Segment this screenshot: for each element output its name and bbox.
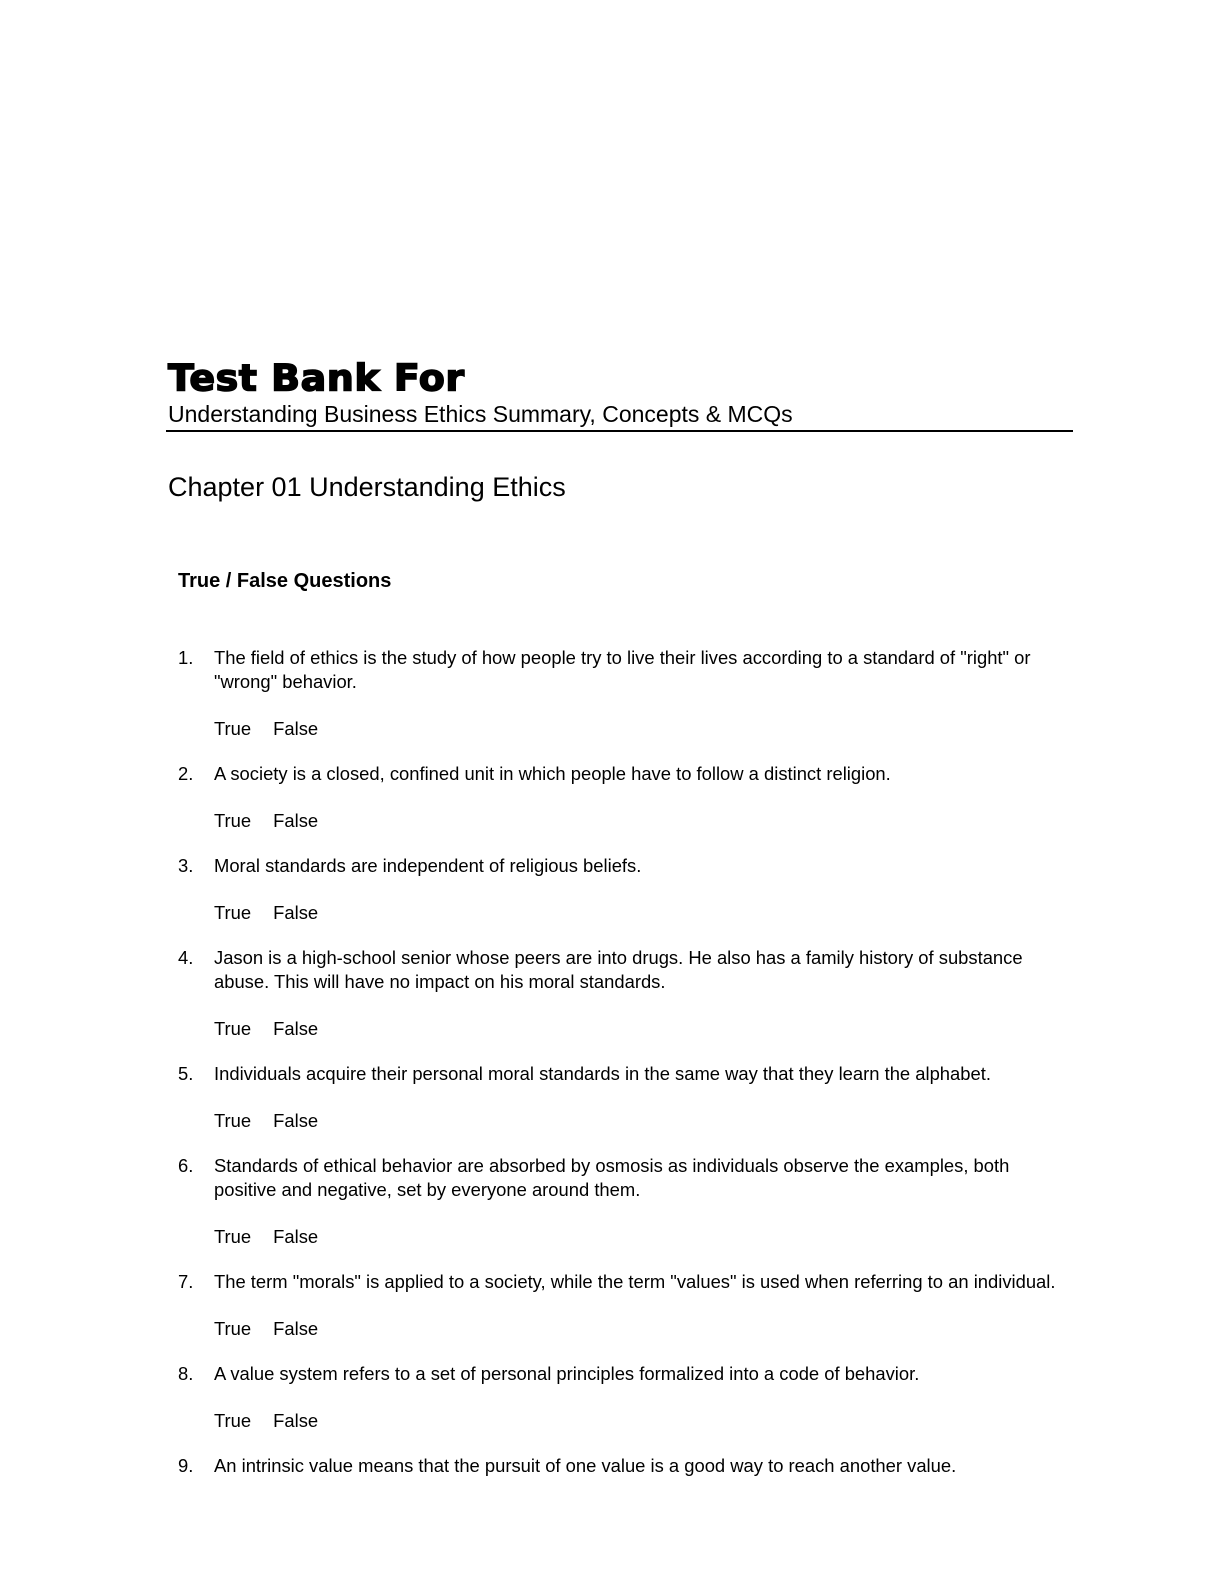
header-divider	[166, 430, 1073, 432]
option-false[interactable]: False	[273, 810, 319, 831]
question: 5. Individuals acquire their personal mo…	[178, 1062, 1058, 1086]
question-number: 3.	[178, 855, 194, 876]
question: 8. A value system refers to a set of per…	[178, 1362, 1058, 1386]
answer-options: True False	[214, 1225, 1058, 1249]
question-text: A value system refers to a set of person…	[214, 1363, 920, 1384]
section-heading: True / False Questions	[178, 570, 392, 592]
option-true[interactable]: True	[214, 902, 252, 923]
option-false[interactable]: False	[273, 1410, 319, 1431]
option-false[interactable]: False	[273, 1018, 319, 1039]
option-true[interactable]: True	[214, 1410, 252, 1431]
question-item: 2. A society is a closed, confined unit …	[178, 762, 1058, 833]
option-true[interactable]: True	[214, 718, 252, 739]
answer-options: True False	[214, 1409, 1058, 1433]
answer-options: True False	[214, 809, 1058, 833]
question: 1. The field of ethics is the study of h…	[178, 646, 1058, 694]
question-text: Standards of ethical behavior are absorb…	[214, 1155, 1010, 1200]
question-item: 8. A value system refers to a set of per…	[178, 1362, 1058, 1433]
question-text: A society is a closed, confined unit in …	[214, 763, 891, 784]
option-false[interactable]: False	[273, 1110, 319, 1131]
question-text: Individuals acquire their personal moral…	[214, 1063, 991, 1084]
option-true[interactable]: True	[214, 1318, 252, 1339]
question: 2. A society is a closed, confined unit …	[178, 762, 1058, 786]
option-true[interactable]: True	[214, 1226, 252, 1247]
option-true[interactable]: True	[214, 810, 252, 831]
answer-options: True False	[214, 901, 1058, 925]
question: 9. An intrinsic value means that the pur…	[178, 1454, 1058, 1478]
option-false[interactable]: False	[273, 718, 319, 739]
question-number: 4.	[178, 947, 194, 968]
question-number: 5.	[178, 1063, 194, 1084]
question-number: 8.	[178, 1363, 194, 1384]
question: 6. Standards of ethical behavior are abs…	[178, 1154, 1058, 1202]
question: 3. Moral standards are independent of re…	[178, 854, 1058, 878]
question-number: 1.	[178, 647, 194, 668]
answer-options: True False	[214, 1109, 1058, 1133]
option-false[interactable]: False	[273, 902, 319, 923]
question-item: 1. The field of ethics is the study of h…	[178, 646, 1058, 741]
question-text: The field of ethics is the study of how …	[214, 647, 1031, 692]
question-list: 1. The field of ethics is the study of h…	[178, 646, 1058, 1478]
question-text: The term "morals" is applied to a societ…	[214, 1271, 1056, 1292]
question-text: Jason is a high-school senior whose peer…	[214, 947, 1023, 992]
question-item: 7. The term "morals" is applied to a soc…	[178, 1270, 1058, 1341]
question-item: 9. An intrinsic value means that the pur…	[178, 1454, 1058, 1478]
option-true[interactable]: True	[214, 1018, 252, 1039]
question-text: An intrinsic value means that the pursui…	[214, 1455, 957, 1476]
question-item: 5. Individuals acquire their personal mo…	[178, 1062, 1058, 1133]
question: 7. The term "morals" is applied to a soc…	[178, 1270, 1058, 1294]
document-title: Test Bank For	[167, 356, 465, 399]
answer-options: True False	[214, 1317, 1058, 1341]
option-false[interactable]: False	[273, 1318, 319, 1339]
document-subtitle: Understanding Business Ethics Summary, C…	[168, 401, 793, 427]
option-true[interactable]: True	[214, 1110, 252, 1131]
question-number: 6.	[178, 1155, 194, 1176]
question-item: 4. Jason is a high-school senior whose p…	[178, 946, 1058, 1041]
question-item: 6. Standards of ethical behavior are abs…	[178, 1154, 1058, 1249]
question-text: Moral standards are independent of relig…	[214, 855, 642, 876]
option-false[interactable]: False	[273, 1226, 319, 1247]
question-number: 2.	[178, 763, 194, 784]
answer-options: True False	[214, 1017, 1058, 1041]
chapter-heading: Chapter 01 Understanding Ethics	[168, 472, 566, 502]
question-number: 7.	[178, 1271, 194, 1292]
answer-options: True False	[214, 717, 1058, 741]
question-item: 3. Moral standards are independent of re…	[178, 854, 1058, 925]
question: 4. Jason is a high-school senior whose p…	[178, 946, 1058, 994]
question-number: 9.	[178, 1455, 194, 1476]
